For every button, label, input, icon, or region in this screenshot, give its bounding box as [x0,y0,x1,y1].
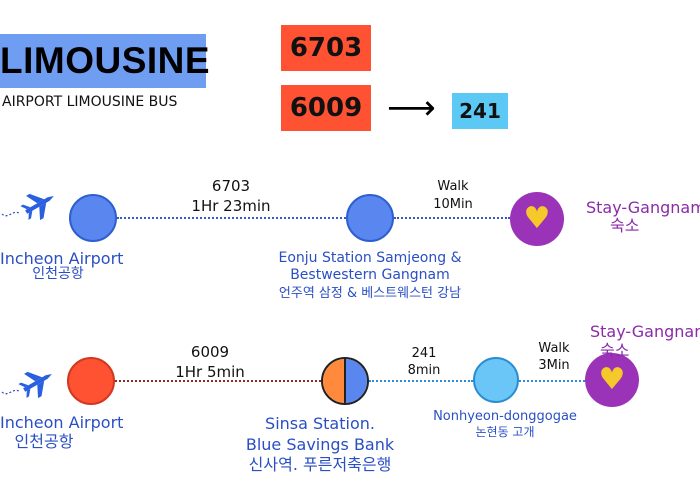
segment-duration: 1Hr 23min [191,197,271,215]
title-banner: LIMOUSINE [0,34,210,88]
heart-icon: ♥ [523,201,551,236]
bus-6703-badge: 6703 [281,25,371,71]
airplane-icon [1,371,52,399]
transfer2-label-en: Nonhyeon-donggogae [433,409,577,424]
arrow-right-icon: ⟶ [387,88,436,128]
walk-line [394,217,510,219]
segment-duration: 1Hr 5min [175,363,245,381]
destination-label-en: Stay-Gangnam [590,322,700,341]
airplane-icon [1,193,54,221]
transfer-label-en-1: Eonju Station Samjeong & [278,250,462,266]
destination-circle: ♥ [585,353,639,407]
transfer-label-en-1: Sinsa Station. [265,414,375,433]
transfer-label-ko: 언주역 삼정 & 베스트웨스턴 강남 [278,286,462,301]
origin-stop-circle [67,357,115,405]
route-line [115,380,321,382]
destination-circle: ♥ [510,192,564,246]
transfer-label-en-2: Bestwestern Gangnam [290,267,450,283]
walk-label: Walk [538,341,570,356]
origin-label-en: Incheon Airport [0,413,124,432]
transfer-stop-circle [346,194,394,242]
transfer-stop-circle [473,357,519,403]
route-line [117,217,346,219]
page-title: LIMOUSINE [0,40,211,81]
heart-icon: ♥ [598,362,626,397]
destination-label-en: Stay-Gangnam [586,198,700,217]
route-line [369,380,473,382]
destination-label-ko: 숙소 [610,216,640,235]
segment-duration: 8min [407,363,441,378]
bus-241-badge: 241 [452,93,508,129]
origin-stop-circle [69,194,117,242]
walk-line [519,380,585,382]
transfer-label-ko: 신사역. 푸른저축은행 [248,455,392,474]
segment-bus-number: 6009 [190,343,230,361]
transfer2-label-ko: 논현동 고개 [475,425,535,439]
circle-half-orange [323,359,344,403]
transfer-label-en-2: Blue Savings Bank [245,435,395,454]
page-subtitle: AIRPORT LIMOUSINE BUS [2,94,178,110]
segment-bus-number: 6703 [211,177,251,195]
walk-duration: 3Min [538,358,570,373]
origin-label-ko: 인천공항 [32,266,84,282]
origin-label-en: Incheon Airport [0,249,124,268]
circle-half-blue [344,359,367,403]
bus-6009-badge: 6009 [281,85,371,131]
segment-bus-number: 241 [411,346,437,361]
walk-duration: 10Min [433,197,473,212]
origin-label-ko: 인천공항 [14,432,74,451]
transfer-stop-circle [321,357,369,405]
destination-label-ko: 숙소 [600,341,630,360]
walk-label: Walk [437,179,469,194]
